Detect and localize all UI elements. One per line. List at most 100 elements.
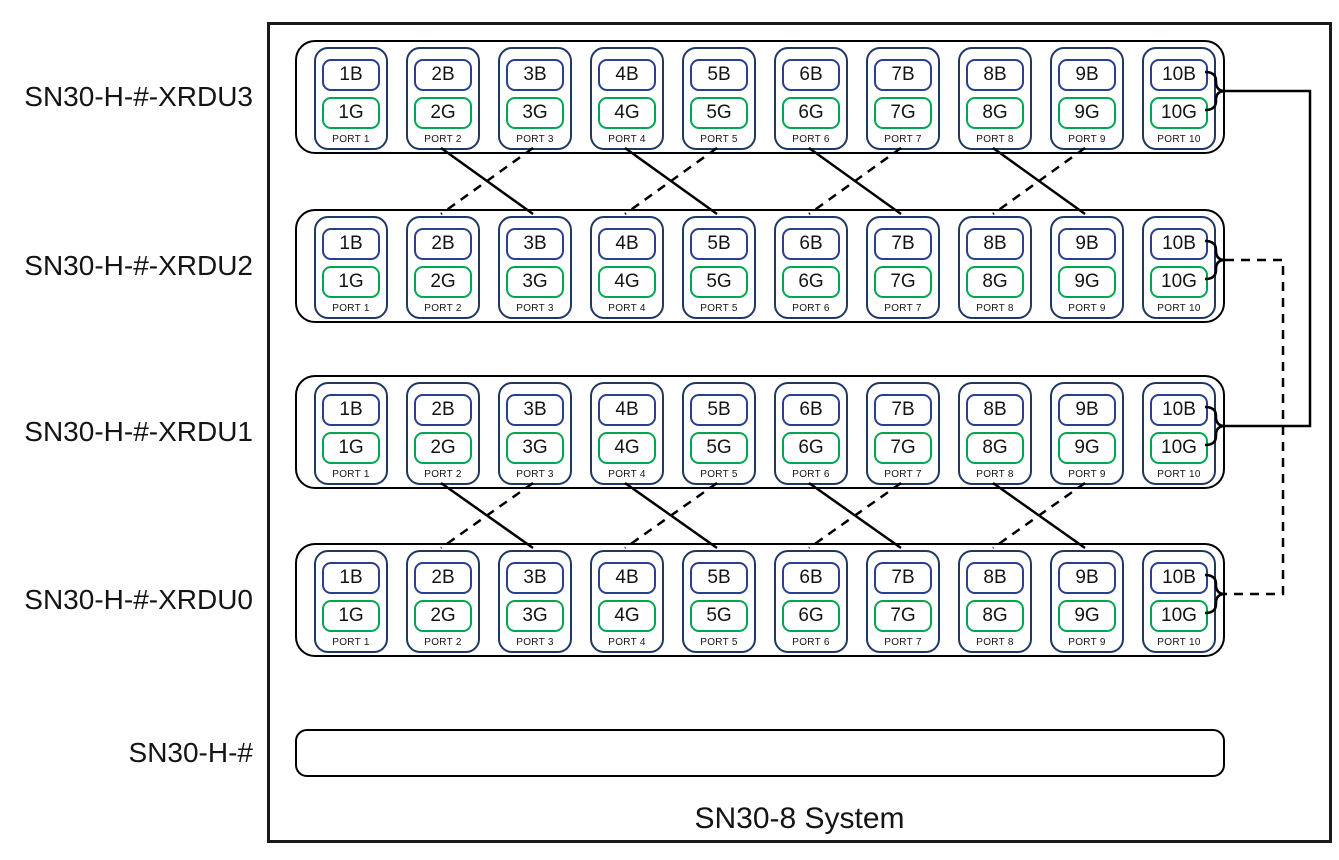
port-g-box: 9G: [1058, 266, 1116, 298]
system-boundary-box: [267, 22, 1332, 843]
port-b-box: 7B: [874, 228, 932, 260]
port-b-box: 4B: [598, 562, 656, 594]
port-b-box: 2B: [414, 228, 472, 260]
port-g-box: 9G: [1058, 97, 1116, 129]
port-name-label: PORT 7: [884, 303, 922, 314]
port-g-box: 4G: [598, 97, 656, 129]
port-name-label: PORT 2: [424, 303, 462, 314]
port-slot: 4B 4G PORT 4: [590, 216, 664, 319]
port-b-box: 3B: [506, 59, 564, 91]
unit-row-xrdu2: 1B 1G PORT 1 2B 2G PORT 2 3B 3G PORT 3 4…: [295, 209, 1225, 323]
port-slot: 6B 6G PORT 6: [774, 47, 848, 150]
port-slot: 6B 6G PORT 6: [774, 216, 848, 319]
port-slot: 8B 8G PORT 8: [958, 382, 1032, 485]
port-g-box: 5G: [690, 97, 748, 129]
port-name-label: PORT 10: [1157, 637, 1201, 648]
port-b-box: 4B: [598, 59, 656, 91]
port-slot: 10B 10G PORT 10: [1142, 47, 1216, 150]
port-name-label: PORT 4: [608, 637, 646, 648]
port-slot: 6B 6G PORT 6: [774, 550, 848, 653]
port-b-box: 9B: [1058, 228, 1116, 260]
port-g-box: 6G: [782, 97, 840, 129]
port-name-label: PORT 8: [976, 303, 1014, 314]
system-title: SN30-8 System: [694, 802, 905, 835]
port-b-box: 3B: [506, 228, 564, 260]
port-b-box: 4B: [598, 394, 656, 426]
port-slot: 6B 6G PORT 6: [774, 382, 848, 485]
port-b-box: 2B: [414, 394, 472, 426]
port-name-label: PORT 7: [884, 134, 922, 145]
port-g-box: 1G: [322, 266, 380, 298]
port-b-box: 6B: [782, 394, 840, 426]
port-b-box: 6B: [782, 562, 840, 594]
port-g-box: 10G: [1150, 600, 1208, 632]
port-b-box: 2B: [414, 562, 472, 594]
port-b-box: 5B: [690, 562, 748, 594]
port-b-box: 2B: [414, 59, 472, 91]
port-slot: 8B 8G PORT 8: [958, 216, 1032, 319]
port-slot: 7B 7G PORT 7: [866, 382, 940, 485]
port-slot: 3B 3G PORT 3: [498, 47, 572, 150]
port-g-box: 9G: [1058, 432, 1116, 464]
port-b-box: 10B: [1150, 228, 1208, 260]
port-g-box: 3G: [506, 97, 564, 129]
port-slot: 2B 2G PORT 2: [406, 47, 480, 150]
port-slot: 8B 8G PORT 8: [958, 550, 1032, 653]
port-b-box: 9B: [1058, 59, 1116, 91]
port-name-label: PORT 1: [332, 637, 370, 648]
port-g-box: 9G: [1058, 600, 1116, 632]
port-name-label: PORT 5: [700, 134, 738, 145]
port-g-box: 7G: [874, 266, 932, 298]
port-slot: 4B 4G PORT 4: [590, 382, 664, 485]
hba-label: SN30-H-#: [128, 737, 253, 768]
port-name-label: PORT 10: [1157, 469, 1201, 480]
unit-row-xrdu0: 1B 1G PORT 1 2B 2G PORT 2 3B 3G PORT 3 4…: [295, 543, 1225, 657]
port-slot: 7B 7G PORT 7: [866, 216, 940, 319]
port-g-box: 5G: [690, 266, 748, 298]
port-g-box: 2G: [414, 266, 472, 298]
port-name-label: PORT 7: [884, 469, 922, 480]
port-slot: 10B 10G PORT 10: [1142, 382, 1216, 485]
port-b-box: 8B: [966, 228, 1024, 260]
port-name-label: PORT 1: [332, 303, 370, 314]
port-g-box: 8G: [966, 432, 1024, 464]
port-slot: 1B 1G PORT 1: [314, 216, 388, 319]
port-g-box: 10G: [1150, 97, 1208, 129]
port-name-label: PORT 6: [792, 469, 830, 480]
port-slot: 3B 3G PORT 3: [498, 550, 572, 653]
port-g-box: 8G: [966, 600, 1024, 632]
port-slot: 3B 3G PORT 3: [498, 216, 572, 319]
port-slot: 3B 3G PORT 3: [498, 382, 572, 485]
unit-row-xrdu3: 1B 1G PORT 1 2B 2G PORT 2 3B 3G PORT 3 4…: [295, 40, 1225, 154]
port-g-box: 10G: [1150, 432, 1208, 464]
port-name-label: PORT 1: [332, 134, 370, 145]
port-g-box: 6G: [782, 600, 840, 632]
port-b-box: 1B: [322, 394, 380, 426]
port-name-label: PORT 4: [608, 134, 646, 145]
port-slot: 2B 2G PORT 2: [406, 382, 480, 485]
port-b-box: 7B: [874, 59, 932, 91]
port-b-box: 10B: [1150, 562, 1208, 594]
port-name-label: PORT 9: [1068, 469, 1106, 480]
port-slot: 9B 9G PORT 9: [1050, 550, 1124, 653]
port-b-box: 1B: [322, 228, 380, 260]
port-b-box: 4B: [598, 228, 656, 260]
port-slot: 1B 1G PORT 1: [314, 47, 388, 150]
port-b-box: 8B: [966, 59, 1024, 91]
port-name-label: PORT 8: [976, 637, 1014, 648]
port-g-box: 2G: [414, 97, 472, 129]
port-slot: 4B 4G PORT 4: [590, 550, 664, 653]
port-name-label: PORT 3: [516, 303, 554, 314]
port-name-label: PORT 5: [700, 469, 738, 480]
port-g-box: 7G: [874, 432, 932, 464]
port-b-box: 1B: [322, 562, 380, 594]
port-b-box: 7B: [874, 562, 932, 594]
port-g-box: 6G: [782, 266, 840, 298]
port-slot: 10B 10G PORT 10: [1142, 550, 1216, 653]
port-name-label: PORT 8: [976, 134, 1014, 145]
port-slot: 1B 1G PORT 1: [314, 382, 388, 485]
port-g-box: 5G: [690, 432, 748, 464]
port-slot: 10B 10G PORT 10: [1142, 216, 1216, 319]
port-g-box: 1G: [322, 97, 380, 129]
port-name-label: PORT 2: [424, 637, 462, 648]
